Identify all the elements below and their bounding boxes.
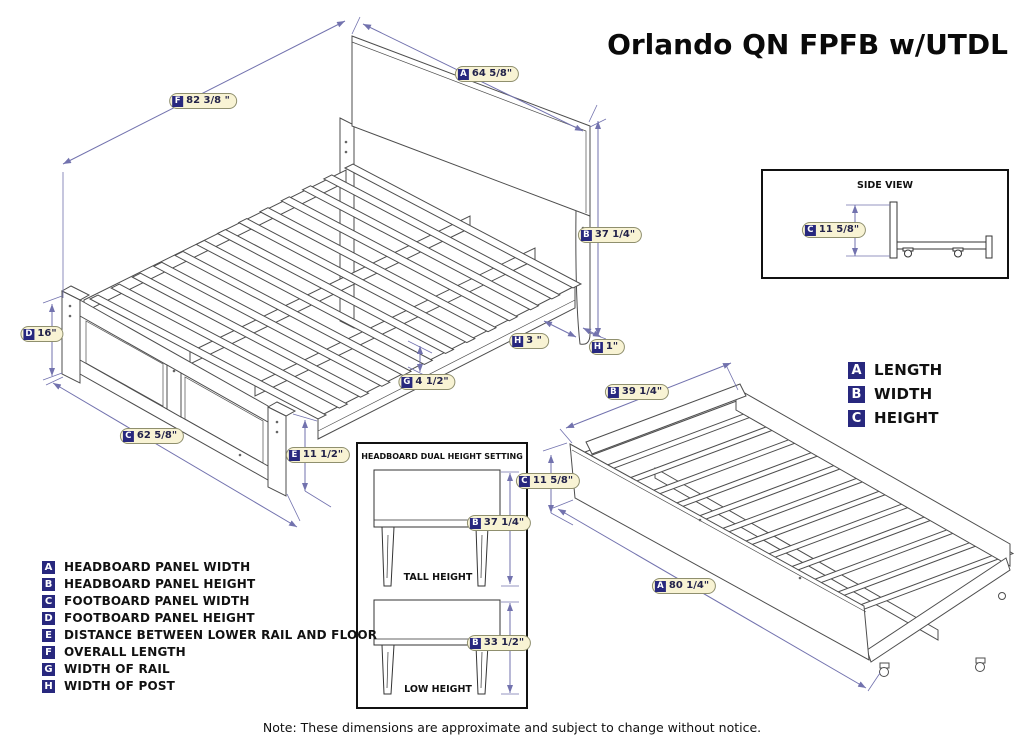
dim-value: 16" (37, 328, 57, 339)
low-height-label: LOW HEIGHT (404, 684, 472, 695)
side-view-title: SIDE VIEW (857, 180, 913, 191)
dim-value: 37 1/4" (594, 229, 636, 240)
legend-label: DISTANCE BETWEEN LOWER RAIL AND FLOOR (64, 628, 378, 642)
legend-label: LENGTH (874, 361, 943, 379)
dim-value: 82 3/8 " (186, 95, 230, 106)
dim-value: 62 5/8" (136, 430, 178, 441)
dim-key-badge: A (457, 68, 469, 80)
headboard-inset-title: HEADBOARD DUAL HEIGHT SETTING (361, 452, 523, 461)
legend-key-badge: E (42, 628, 55, 642)
legend-item-g: G WIDTH OF RAIL (42, 662, 170, 676)
legend-label: WIDTH OF RAIL (64, 662, 170, 676)
dim-key-badge: G (401, 376, 413, 388)
dim-key-badge: A (654, 580, 666, 592)
legend-key-badge: G (42, 662, 55, 676)
trundle-drawing (569, 383, 1015, 677)
tall-height-label: TALL HEIGHT (403, 572, 473, 583)
legend-label: WIDTH OF POST (64, 679, 176, 693)
dim-label-footboard-panel-width: C 62 5/8" (119, 428, 185, 444)
legend-item-a: A HEADBOARD PANEL WIDTH (42, 560, 250, 574)
dim-key-badge: C (804, 224, 816, 236)
page-title: Orlando QN FPFB w/UTDL (607, 28, 1008, 61)
dim-label-tall-height: B 37 1/4" (466, 515, 532, 531)
legend-height: C HEIGHT (848, 409, 939, 427)
dim-value: 3 " (526, 335, 542, 346)
dim-label-trundle-height: C 11 5/8" (515, 473, 581, 489)
dim-value: 64 5/8" (471, 68, 513, 79)
dim-label-trundle-length: A 80 1/4" (651, 578, 717, 594)
dim-key-badge: B (469, 517, 481, 529)
dim-label-post-width-side: H 1" (588, 339, 626, 355)
dim-value: 37 1/4" (483, 517, 525, 528)
side-view-inset (761, 169, 1009, 279)
dim-key-badge: B (469, 637, 481, 649)
legend-label: WIDTH (874, 385, 933, 403)
legend-label: OVERALL LENGTH (64, 645, 186, 659)
legend-key-badge: C (848, 409, 865, 427)
dim-key-badge: D (23, 328, 35, 340)
legend-key-badge: C (42, 594, 55, 608)
dim-value: 1" (605, 341, 619, 352)
dim-value: 33 1/2" (483, 637, 525, 648)
dim-label-overall-length: F 82 3/8 " (169, 93, 237, 109)
footer-note: Note: These dimensions are approximate a… (262, 720, 762, 735)
legend-label: HEADBOARD PANEL HEIGHT (64, 577, 256, 591)
dim-label-low-height: B 33 1/2" (466, 635, 532, 651)
legend-key-badge: B (848, 385, 865, 403)
legend-key-badge: B (42, 577, 55, 591)
legend-label: FOOTBOARD PANEL HEIGHT (64, 611, 255, 625)
legend-label: HEIGHT (874, 409, 939, 427)
dim-key-badge: C (122, 430, 134, 442)
legend-key-badge: F (42, 645, 55, 659)
dim-key-badge: H (512, 335, 524, 347)
legend-item-c: C FOOTBOARD PANEL WIDTH (42, 594, 250, 608)
legend-label: FOOTBOARD PANEL WIDTH (64, 594, 250, 608)
dim-value: 11 5/8" (818, 224, 860, 235)
dim-label-sideview-height: C 11 5/8" (801, 222, 867, 238)
legend-length: A LENGTH (848, 361, 942, 379)
dim-key-badge: H (591, 341, 603, 353)
dim-label-footboard-panel-height: D 16" (20, 326, 64, 342)
dim-value: 11 5/8" (532, 475, 574, 486)
legend-item-d: D FOOTBOARD PANEL HEIGHT (42, 611, 255, 625)
bed-slats (88, 163, 583, 420)
dim-value: 4 1/2" (415, 376, 449, 387)
legend-item-b: B HEADBOARD PANEL HEIGHT (42, 577, 255, 591)
dim-key-badge: E (288, 449, 300, 461)
dim-value: 80 1/4" (668, 580, 710, 591)
dim-label-post-width-front: H 3 " (509, 333, 549, 349)
legend-width: B WIDTH (848, 385, 932, 403)
dim-label-lower-rail-to-floor: E 11 1/2" (285, 447, 351, 463)
dim-label-headboard-panel-width: A 64 5/8" (454, 66, 520, 82)
dim-label-trundle-width: B 39 1/4" (604, 384, 670, 400)
dim-key-badge: C (518, 475, 530, 487)
dim-key-badge: B (607, 386, 619, 398)
dim-value: 11 1/2" (302, 449, 344, 460)
legend-key-badge: H (42, 679, 55, 693)
dim-key-badge: F (172, 95, 184, 107)
dim-label-headboard-panel-height: B 37 1/4" (577, 227, 643, 243)
legend-label: HEADBOARD PANEL WIDTH (64, 560, 251, 574)
dim-label-rail-width: G 4 1/2" (398, 374, 456, 390)
legend-key-badge: A (848, 361, 865, 379)
legend-item-f: F OVERALL LENGTH (42, 645, 186, 659)
bed-frame-drawing (60, 35, 591, 497)
legend-item-h: H WIDTH OF POST (42, 679, 175, 693)
dim-value: 39 1/4" (621, 386, 663, 397)
legend-item-e: E DISTANCE BETWEEN LOWER RAIL AND FLOOR (42, 628, 377, 642)
legend-key-badge: D (42, 611, 55, 625)
dim-key-badge: B (580, 229, 592, 241)
legend-key-badge: A (42, 560, 55, 574)
